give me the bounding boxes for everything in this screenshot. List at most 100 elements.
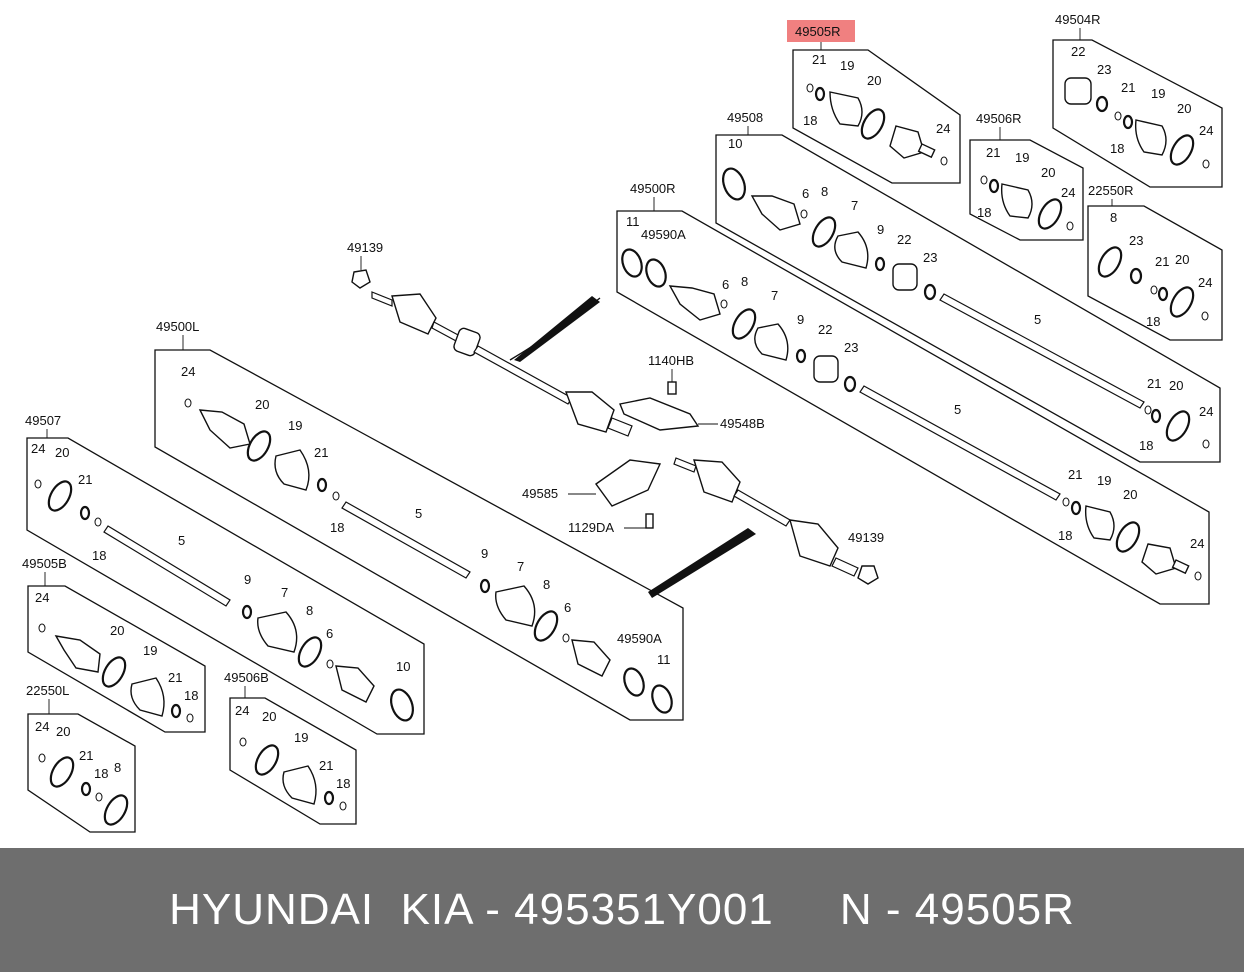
- part-number-19[interactable]: 19: [1015, 150, 1029, 165]
- part-number-6[interactable]: 6: [564, 600, 571, 615]
- part-number-24[interactable]: 24: [235, 703, 249, 718]
- part-number-9[interactable]: 9: [244, 572, 251, 587]
- group-label-22550L[interactable]: 22550L: [26, 683, 69, 698]
- part-number-18[interactable]: 18: [330, 520, 344, 535]
- part-number-20[interactable]: 20: [1123, 487, 1137, 502]
- part-number-24[interactable]: 24: [181, 364, 195, 379]
- part-number-24[interactable]: 24: [31, 441, 45, 456]
- part-number-8[interactable]: 8: [543, 577, 550, 592]
- part-number-20[interactable]: 20: [262, 709, 276, 724]
- part-number-23[interactable]: 23: [844, 340, 858, 355]
- part-number-24[interactable]: 24: [936, 121, 950, 136]
- part-number-23[interactable]: 23: [1129, 233, 1143, 248]
- part-number-18[interactable]: 18: [1146, 314, 1160, 329]
- part-number-24[interactable]: 24: [1190, 536, 1204, 551]
- part-number-9[interactable]: 9: [797, 312, 804, 327]
- part-number-6[interactable]: 6: [722, 277, 729, 292]
- part-number-21[interactable]: 21: [319, 758, 333, 773]
- part-number-19[interactable]: 19: [1097, 473, 1111, 488]
- group-label-1140HB[interactable]: 1140HB: [648, 353, 694, 368]
- part-number-6[interactable]: 6: [802, 186, 809, 201]
- part-number-24[interactable]: 24: [1198, 275, 1212, 290]
- part-number-7[interactable]: 7: [281, 585, 288, 600]
- part-number-18[interactable]: 18: [977, 205, 991, 220]
- group-label-1129DA[interactable]: 1129DA: [568, 520, 614, 535]
- part-number-20[interactable]: 20: [255, 397, 269, 412]
- part-number-22[interactable]: 22: [897, 232, 911, 247]
- part-number-24[interactable]: 24: [1199, 123, 1213, 138]
- part-number-23[interactable]: 23: [1097, 62, 1111, 77]
- part-number-9[interactable]: 9: [481, 546, 488, 561]
- part-number-18[interactable]: 18: [336, 776, 350, 791]
- part-number-5[interactable]: 5: [1034, 312, 1041, 327]
- part-number-21[interactable]: 21: [812, 52, 826, 67]
- part-number-21[interactable]: 21: [986, 145, 1000, 160]
- part-number-24[interactable]: 24: [35, 719, 49, 734]
- part-number-21[interactable]: 21: [1068, 467, 1082, 482]
- part-number-10[interactable]: 10: [728, 136, 742, 151]
- part-number-18[interactable]: 18: [184, 688, 198, 703]
- part-number-8[interactable]: 8: [114, 760, 121, 775]
- part-number-23[interactable]: 23: [923, 250, 937, 265]
- part-number-9[interactable]: 9: [877, 222, 884, 237]
- part-number-19[interactable]: 19: [840, 58, 854, 73]
- part-number-20[interactable]: 20: [1177, 101, 1191, 116]
- part-number-7[interactable]: 7: [771, 288, 778, 303]
- part-number-10[interactable]: 10: [396, 659, 410, 674]
- part-number-8[interactable]: 8: [821, 184, 828, 199]
- group-label-49548B[interactable]: 49548B: [720, 416, 765, 431]
- group-label-49139-bottom[interactable]: 49139: [848, 530, 884, 545]
- part-number-21[interactable]: 21: [168, 670, 182, 685]
- group-label-22550R[interactable]: 22550R: [1088, 183, 1134, 198]
- group-label-49505B[interactable]: 49505B: [22, 556, 67, 571]
- part-number-19[interactable]: 19: [294, 730, 308, 745]
- part-number-7[interactable]: 7: [851, 198, 858, 213]
- part-number-7[interactable]: 7: [517, 559, 524, 574]
- part-number-11[interactable]: 11: [657, 652, 671, 667]
- part-number-18[interactable]: 18: [94, 766, 108, 781]
- group-label-49139-top[interactable]: 49139: [347, 240, 383, 255]
- part-number-20[interactable]: 20: [1175, 252, 1189, 267]
- part-number-8[interactable]: 8: [306, 603, 313, 618]
- part-number-21[interactable]: 21: [78, 472, 92, 487]
- part-number-18[interactable]: 18: [803, 113, 817, 128]
- part-number-18[interactable]: 18: [1110, 141, 1124, 156]
- part-number-5[interactable]: 5: [415, 506, 422, 521]
- part-number-5[interactable]: 5: [178, 533, 185, 548]
- part-number-21[interactable]: 21: [314, 445, 328, 460]
- group-label-49590A[interactable]: 49590A: [617, 631, 662, 646]
- group-label-49500L[interactable]: 49500L: [156, 319, 199, 334]
- part-number-19[interactable]: 19: [1151, 86, 1165, 101]
- part-number-20[interactable]: 20: [55, 445, 69, 460]
- group-label-49500R[interactable]: 49500R: [630, 181, 676, 196]
- part-number-21[interactable]: 21: [1121, 80, 1135, 95]
- part-number-21[interactable]: 21: [1155, 254, 1169, 269]
- part-number-8[interactable]: 8: [1110, 210, 1117, 225]
- part-number-18[interactable]: 18: [92, 548, 106, 563]
- part-number-18[interactable]: 18: [1058, 528, 1072, 543]
- part-number-18[interactable]: 18: [1139, 438, 1153, 453]
- part-number-22[interactable]: 22: [1071, 44, 1085, 59]
- group-label-49504R[interactable]: 49504R: [1055, 12, 1101, 27]
- group-label-49585[interactable]: 49585: [522, 486, 558, 501]
- part-number-8[interactable]: 8: [741, 274, 748, 289]
- group-label-49590A[interactable]: 49590A: [641, 227, 686, 242]
- group-label-49508[interactable]: 49508: [727, 110, 763, 125]
- part-number-20[interactable]: 20: [110, 623, 124, 638]
- group-label-49506R[interactable]: 49506R: [976, 111, 1022, 126]
- group-label-49505R[interactable]: 49505R: [795, 24, 841, 39]
- part-number-5[interactable]: 5: [954, 402, 961, 417]
- part-number-6[interactable]: 6: [326, 626, 333, 641]
- part-number-24[interactable]: 24: [35, 590, 49, 605]
- part-number-20[interactable]: 20: [56, 724, 70, 739]
- part-number-21[interactable]: 21: [79, 748, 93, 763]
- group-label-49506B[interactable]: 49506B: [224, 670, 269, 685]
- part-number-24[interactable]: 24: [1061, 185, 1075, 200]
- part-number-19[interactable]: 19: [288, 418, 302, 433]
- part-number-11[interactable]: 11: [626, 214, 640, 229]
- part-number-20[interactable]: 20: [867, 73, 881, 88]
- part-number-22[interactable]: 22: [818, 322, 832, 337]
- part-number-20[interactable]: 20: [1041, 165, 1055, 180]
- group-label-49507[interactable]: 49507: [25, 413, 61, 428]
- part-number-24[interactable]: 24: [1199, 404, 1213, 419]
